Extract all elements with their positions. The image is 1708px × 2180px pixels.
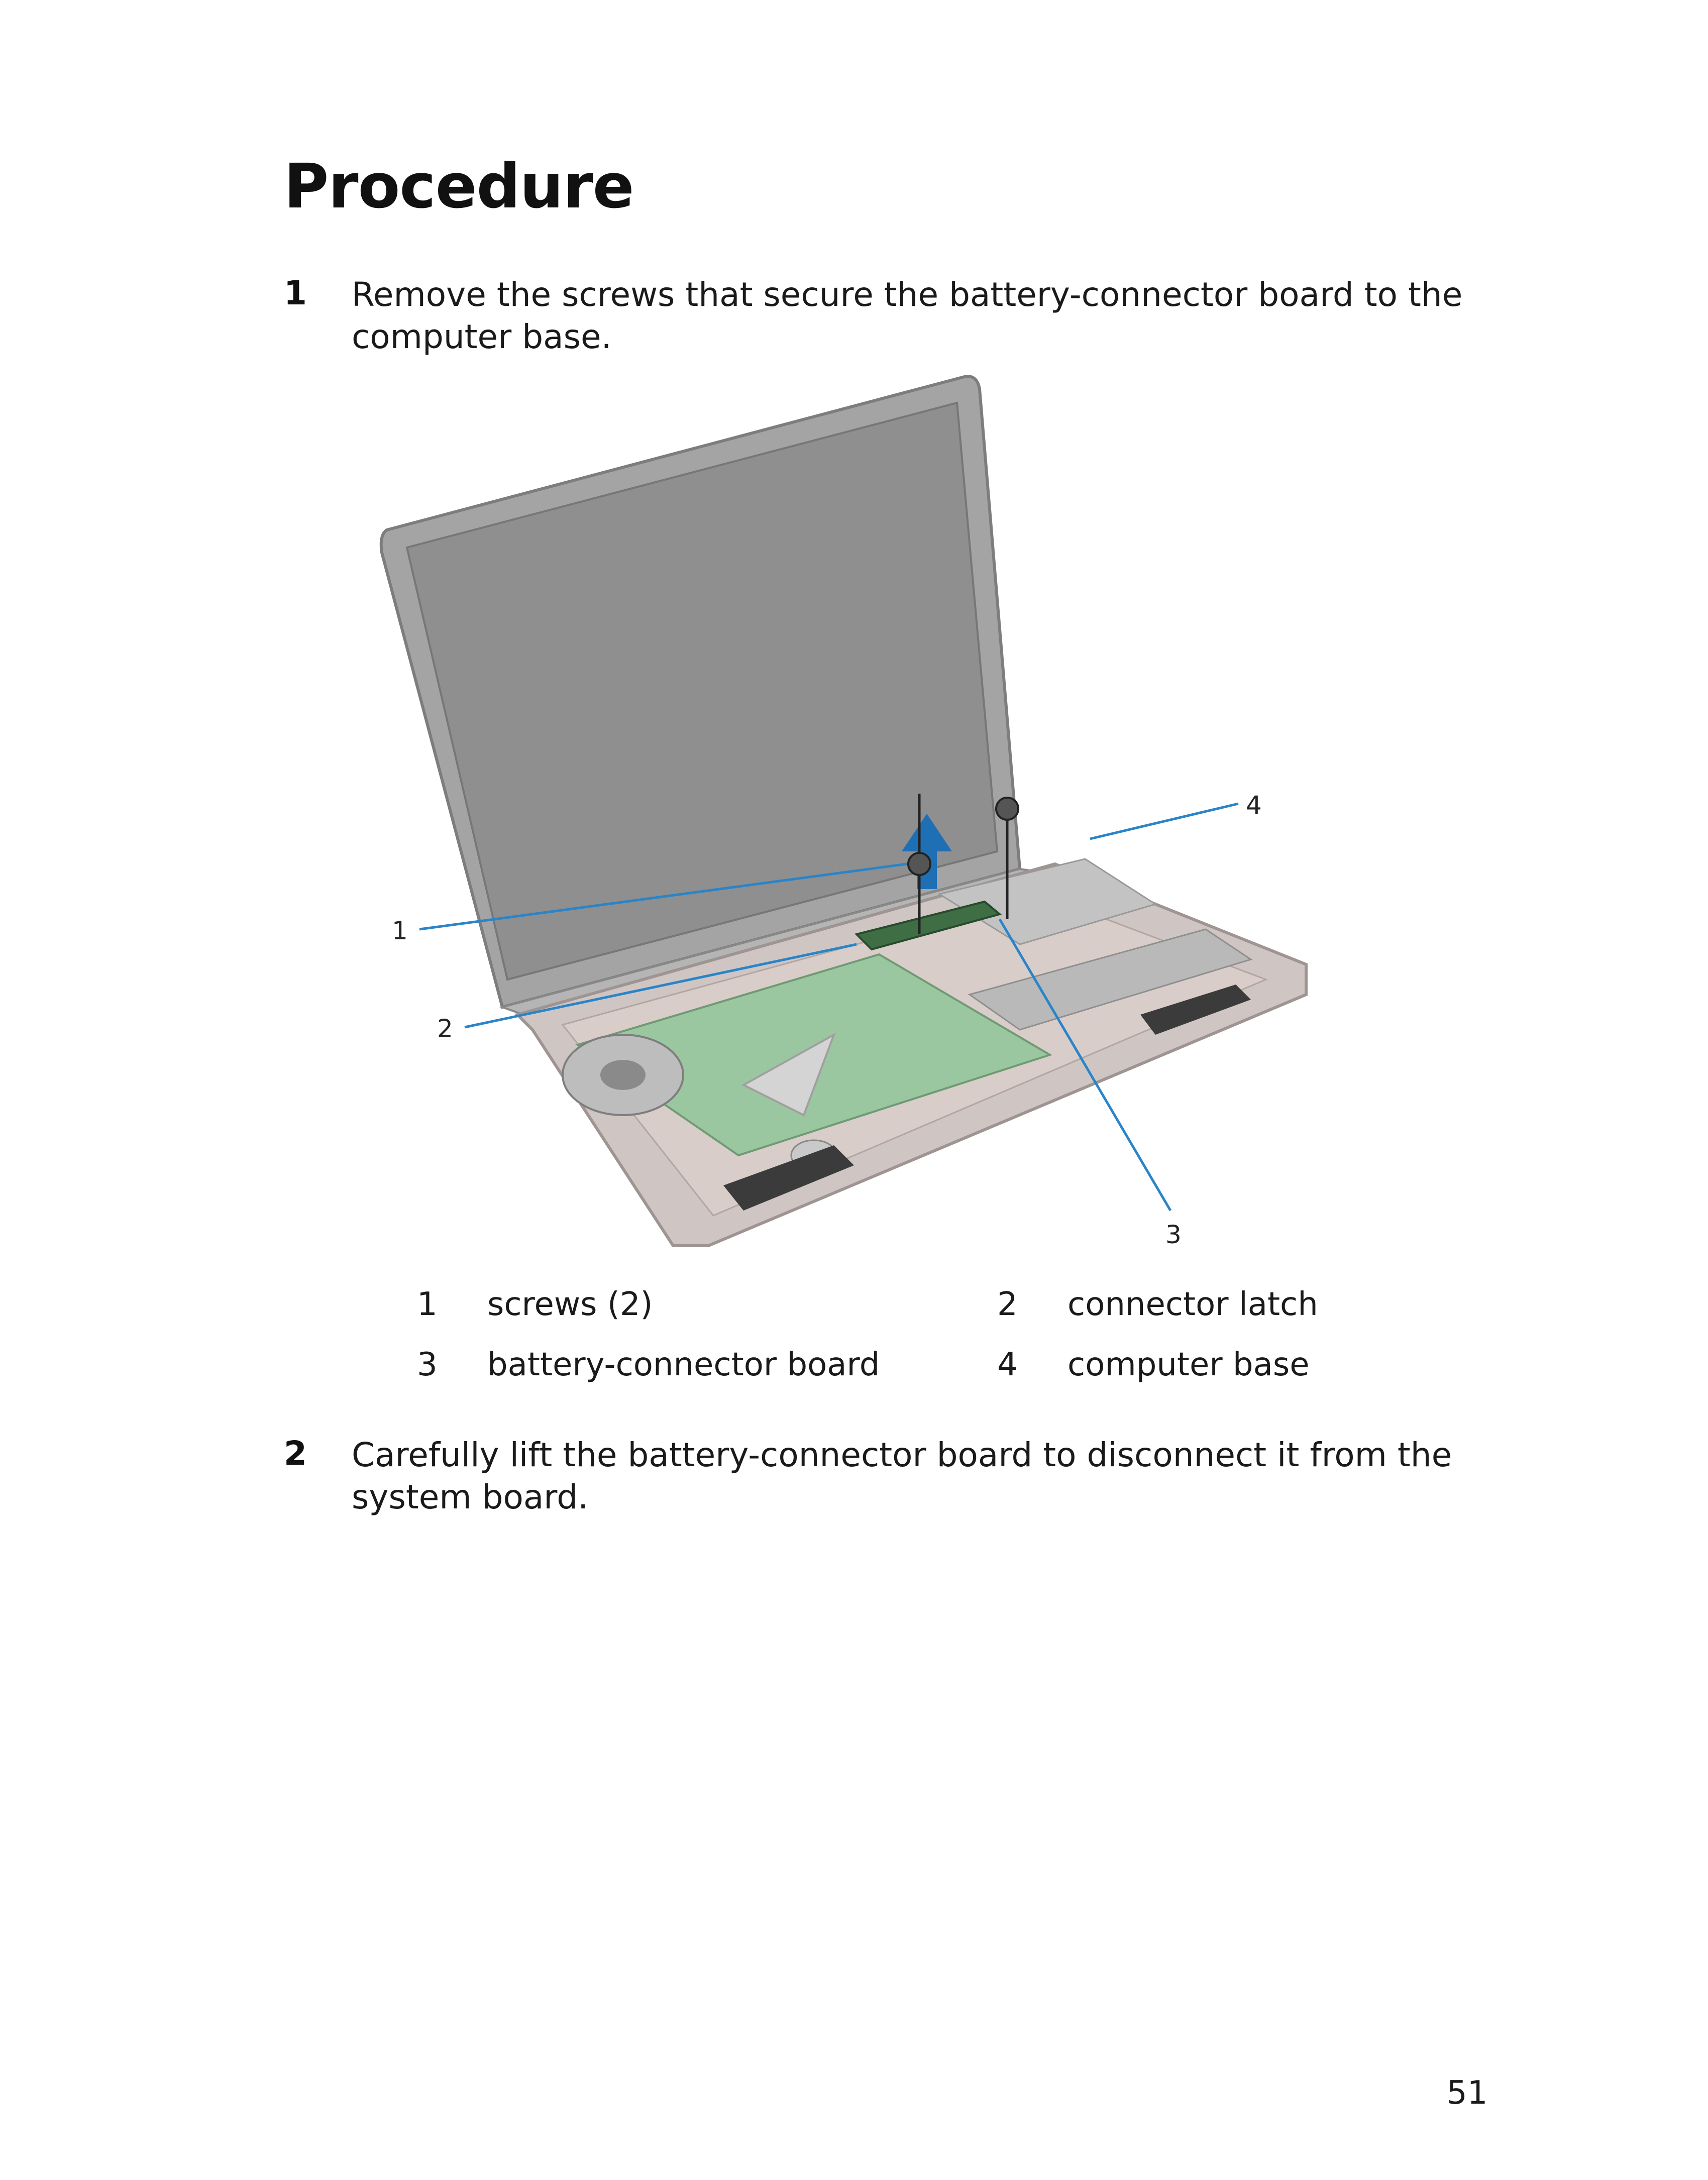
laptop-illustration: 1 2 3 4 — [352, 362, 1356, 1281]
step-number: 1 — [284, 274, 307, 312]
legend-label: connector latch — [1068, 1286, 1318, 1323]
legend-label: screws (2) — [487, 1286, 653, 1323]
lift-arrow — [902, 814, 952, 889]
display-screen — [405, 401, 999, 981]
page-number: 51 — [1447, 2075, 1488, 2112]
callout-line-3 — [998, 918, 1172, 1212]
legend-label: battery-connector board — [487, 1346, 880, 1383]
legend-number: 3 — [417, 1346, 438, 1383]
page-title: Procedure — [284, 151, 634, 222]
callout-line-1 — [419, 862, 907, 931]
callout-line-4 — [1090, 802, 1239, 840]
legend-number: 4 — [997, 1346, 1018, 1383]
callout-4: 4 — [1246, 791, 1262, 820]
step-text: Carefully lift the battery-connector boa… — [352, 1436, 1452, 1516]
legend-number: 1 — [417, 1286, 438, 1323]
legend-label: computer base — [1068, 1346, 1310, 1383]
step-text: Remove the screws that secure the batter… — [352, 275, 1463, 356]
callout-1: 1 — [392, 916, 408, 945]
screw — [907, 852, 931, 876]
metal-shield — [937, 858, 1157, 945]
callout-line-2 — [464, 943, 857, 1029]
battery-connector-board — [855, 900, 1002, 951]
screw — [995, 797, 1019, 821]
legend-row: 3 battery-connector board 4 computer bas… — [412, 1346, 1417, 1391]
callout-3: 3 — [1165, 1220, 1182, 1249]
legend-number: 2 — [997, 1286, 1018, 1323]
step-number: 2 — [284, 1434, 307, 1473]
heat-pipe — [741, 1032, 836, 1117]
legend-row: 1 screws (2) 2 connector latch — [412, 1286, 1417, 1331]
callout-2: 2 — [437, 1014, 453, 1043]
